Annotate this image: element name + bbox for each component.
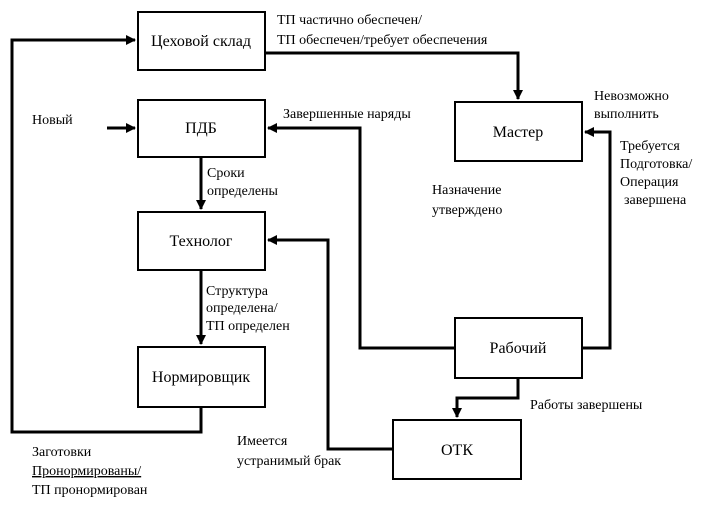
label-completed-orders: Завершенные наряды — [283, 107, 411, 122]
label-pdb-technologist: Сроки определены — [207, 166, 279, 199]
label-master-worker: Назначение утверждено — [432, 183, 505, 218]
node-technologist-label: Технолог — [170, 233, 233, 250]
edge-normer-warehouse — [10, 35, 203, 434]
node-normer: Нормировщик — [137, 346, 266, 408]
label-master-cannot: Невозможно выполнить — [594, 89, 672, 122]
label-otk-technologist: Имеется устранимый брак — [237, 434, 341, 469]
node-worker-label: Рабочий — [490, 340, 547, 357]
label-new: Новый — [32, 113, 73, 128]
node-pdb: ПДБ — [137, 99, 266, 158]
node-otk-label: ОТК — [441, 442, 473, 459]
label-technologist-normer: Структура определена/ ТП определен — [206, 284, 290, 334]
node-warehouse-label: Цеховой склад — [151, 33, 251, 50]
edge-otk-technologist — [267, 235, 393, 451]
label-worker-otk: Работы завершены — [530, 398, 643, 413]
node-technologist: Технолог — [137, 211, 266, 271]
node-worker: Рабочий — [454, 317, 583, 379]
edge-worker-master — [582, 127, 612, 350]
node-normer-label: Нормировщик — [152, 369, 250, 386]
label-warehouse-master: ТП частично обеспечен/ ТП обеспечен/треб… — [277, 13, 488, 48]
edge-warehouse-master — [265, 51, 523, 100]
node-pdb-label: ПДБ — [185, 120, 217, 137]
edge-worker-otk — [452, 378, 520, 418]
node-otk: ОТК — [392, 419, 522, 480]
node-master-label: Мастер — [493, 124, 544, 141]
node-master: Мастер — [454, 101, 583, 162]
label-worker-master: Требуется Подготовка/ Операция завершена — [620, 139, 696, 208]
label-normer-warehouse: Заготовки Пронормированы/ ТП пронормиров… — [32, 445, 148, 498]
edge-worker-pdb — [267, 123, 455, 350]
node-warehouse: Цеховой склад — [137, 11, 266, 71]
